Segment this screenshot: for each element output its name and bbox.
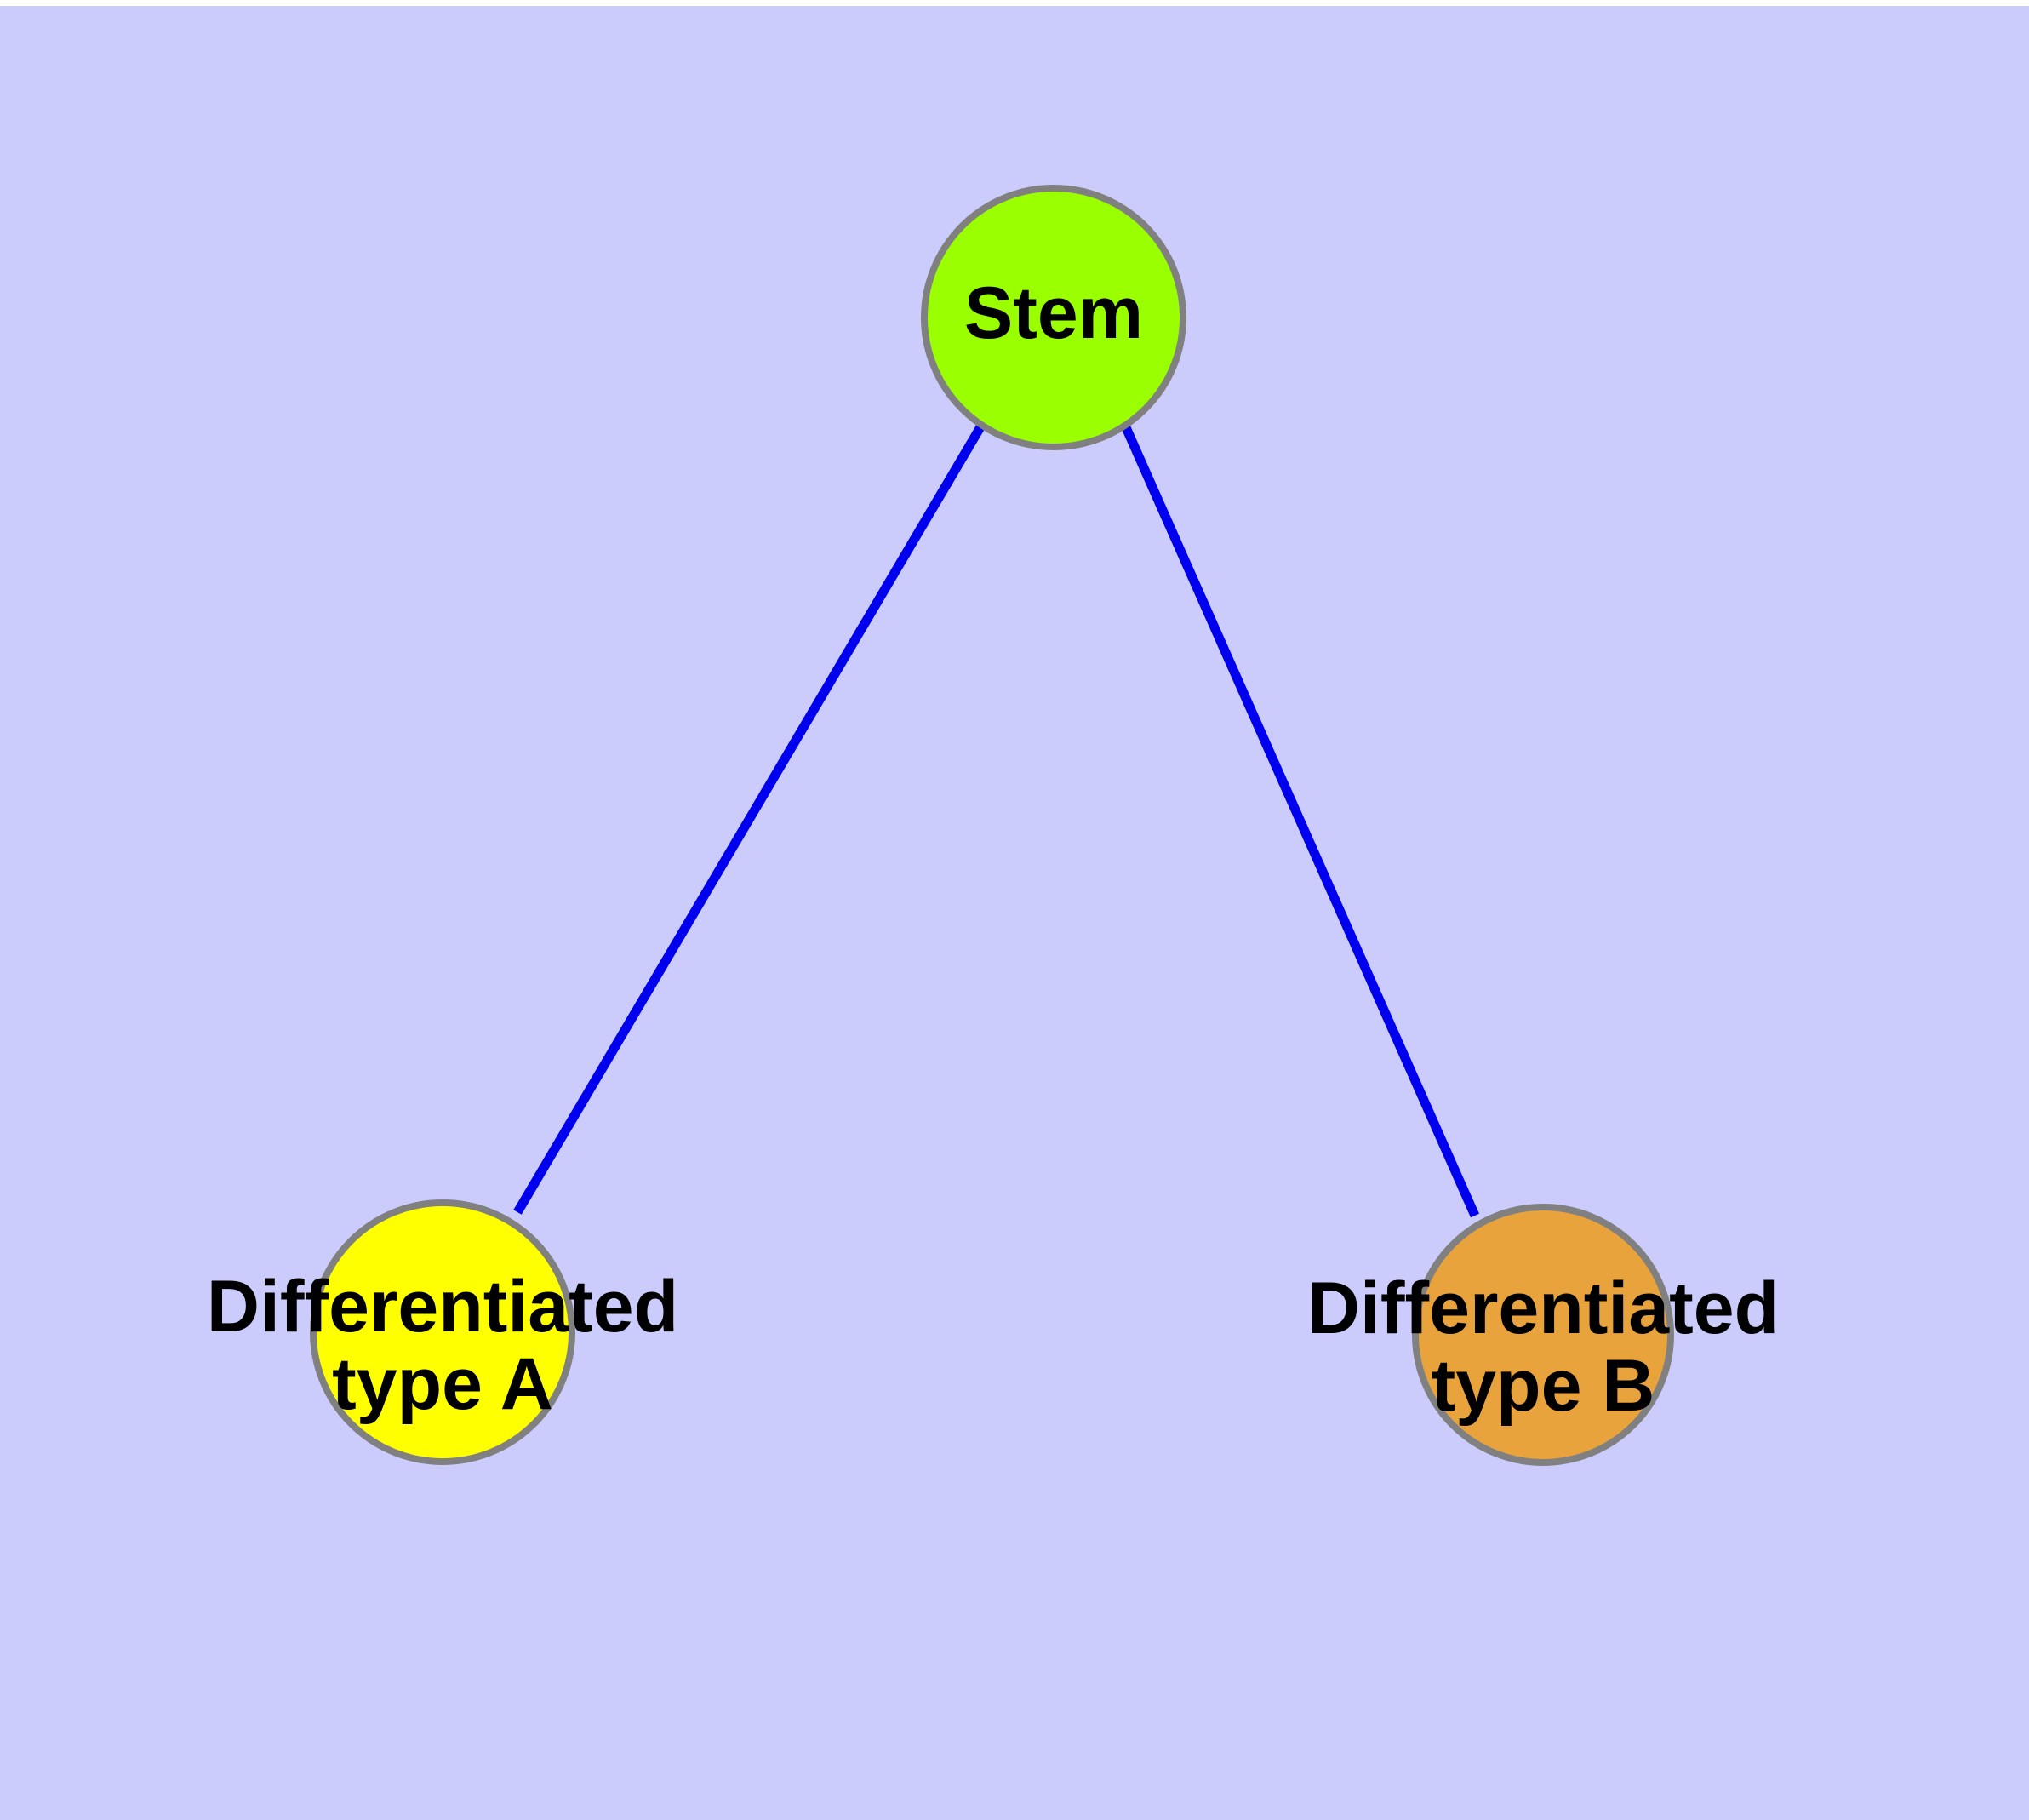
- edge-layer: [513, 423, 1480, 1218]
- node-layer: [310, 185, 1674, 1466]
- edge-stem-to-diff-b: [1120, 423, 1480, 1218]
- node-diff-b[interactable]: [1412, 1204, 1674, 1466]
- canvas-top-margin: [0, 0, 2029, 6]
- node-diff-a[interactable]: [310, 1199, 575, 1465]
- node-stem[interactable]: [921, 185, 1186, 450]
- edge-stem-to-diff-a: [513, 423, 986, 1215]
